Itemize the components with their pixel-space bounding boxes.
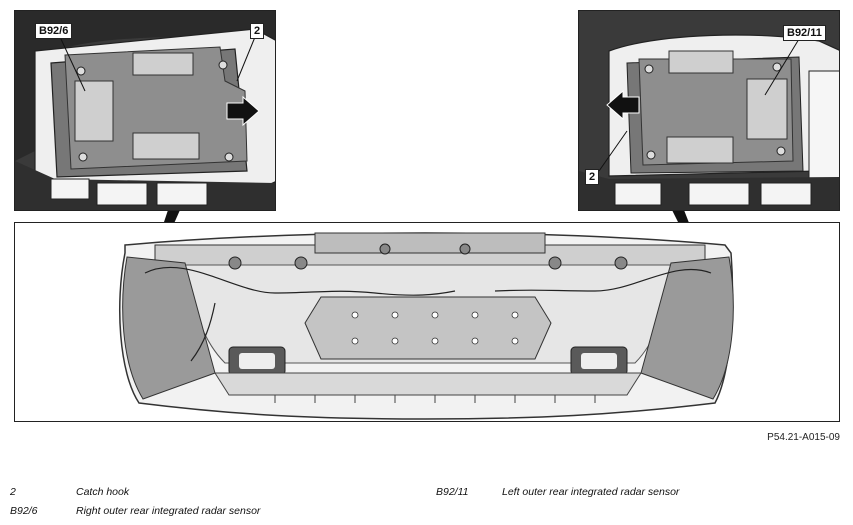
left-inset-detail: B92/6 2 xyxy=(14,10,276,211)
legend-text-1: Catch hook xyxy=(76,486,130,498)
legend-key-3: B92/11 xyxy=(436,486,469,498)
legend-text-3: Left outer rear integrated radar sensor xyxy=(502,486,680,498)
left-arrow-right-icon xyxy=(226,95,260,127)
rear-bumper-illustration xyxy=(119,232,734,420)
right-inset-hook-callout: 2 xyxy=(585,169,600,185)
right-inset-detail: B92/11 2 xyxy=(578,10,840,211)
rear-bumper-view xyxy=(14,222,840,422)
right-arrow-left-icon xyxy=(606,89,640,121)
legend-key-1: 2 xyxy=(10,486,16,498)
legend-key-2: B92/6 xyxy=(10,505,38,517)
left-inset-sensor-callout: B92/6 xyxy=(35,23,73,39)
legend-text-2: Right outer rear integrated radar sensor xyxy=(76,505,261,517)
right-inset-sensor-callout: B92/11 xyxy=(783,25,826,41)
left-inset-illustration xyxy=(15,11,275,210)
figure-code: P54.21-A015-09 xyxy=(767,432,840,443)
left-inset-hook-callout: 2 xyxy=(250,23,265,39)
right-inset-illustration xyxy=(579,11,839,210)
